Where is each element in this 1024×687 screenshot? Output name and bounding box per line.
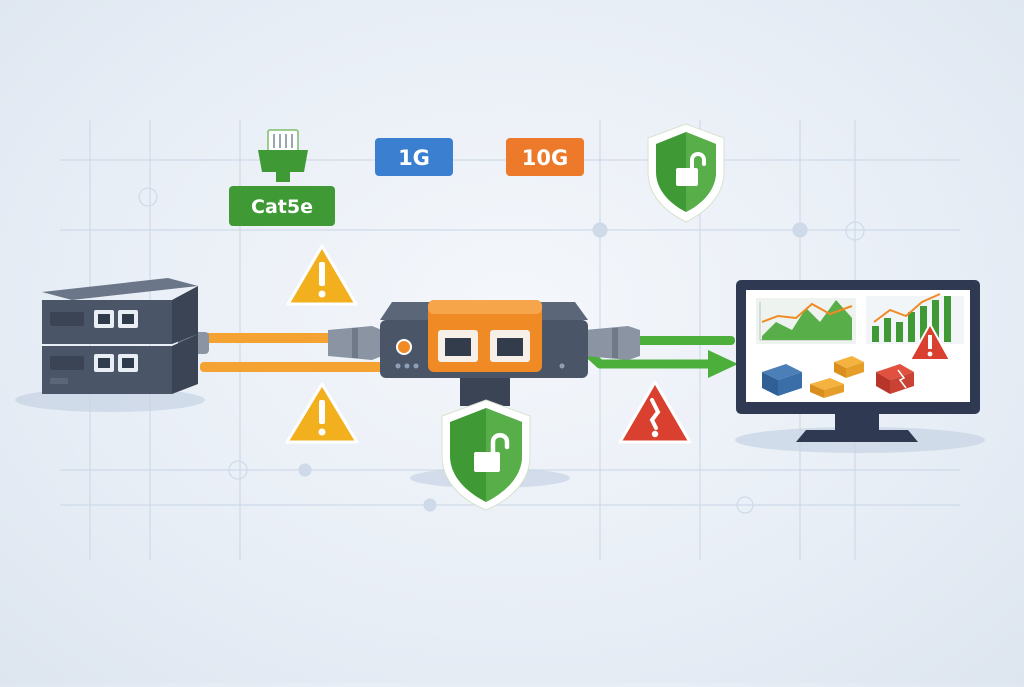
speed-badge-high: 10G (506, 138, 584, 176)
dashboard-cube-orange-2 (834, 356, 864, 378)
warning-triangle-icon (286, 244, 358, 306)
dashboard-cube-blue (762, 364, 802, 396)
speed-high-label: 10G (522, 146, 568, 170)
rj45-connector-icon (258, 129, 308, 182)
unlocked-shield-icon-bottom (441, 399, 531, 511)
dashboard-bar-chart (866, 293, 964, 344)
server-stack-icon (42, 278, 198, 394)
speed-badge-low: 1G (375, 138, 453, 176)
dashboard-cube-red (876, 364, 914, 394)
network-switch-icon (380, 300, 588, 406)
dashboard-area-chart (756, 298, 856, 344)
warning-triangle-icon-lower (285, 382, 359, 444)
dashboard-cube-orange-1 (810, 378, 844, 398)
speed-low-label: 1G (398, 146, 430, 170)
rj45-plug-mid (328, 326, 382, 360)
rj45-plug-right (585, 326, 640, 360)
alert-triangle-icon-red (618, 380, 692, 444)
orange-cable-bottom (200, 362, 390, 372)
unlocked-shield-icon (647, 123, 725, 223)
alert-triangle-icon (908, 321, 952, 361)
monitor-dashboard-icon (736, 280, 980, 442)
orange-cable-top (200, 333, 340, 343)
cable-type-label: Cat5e (251, 196, 313, 218)
cable-type-badge: Cat5e (229, 186, 335, 226)
